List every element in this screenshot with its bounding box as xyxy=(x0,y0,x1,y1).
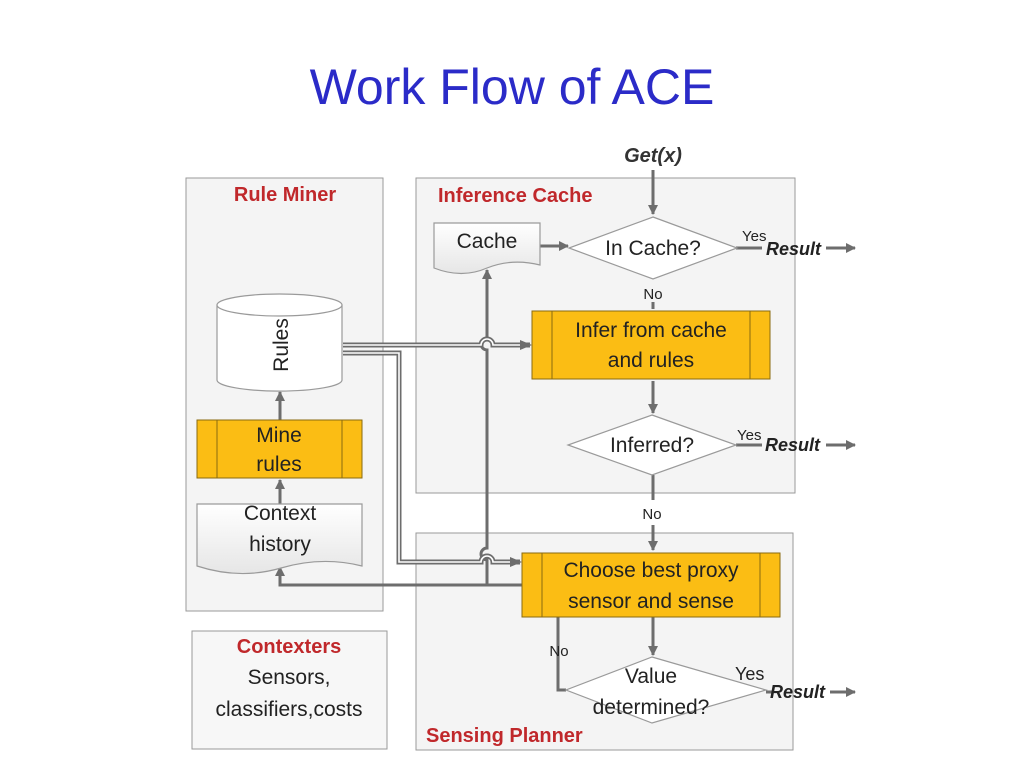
edge-rules-infer xyxy=(343,336,532,350)
rules-database: Rules xyxy=(216,293,343,392)
contexters-line1: Sensors, xyxy=(248,666,331,689)
rules-label: Rules xyxy=(270,318,293,372)
sensing-planner-title: Sensing Planner xyxy=(426,725,583,747)
get-x-label: Get(x) xyxy=(624,145,682,167)
infer-label-2: and rules xyxy=(608,349,694,372)
edge-choose-context xyxy=(275,566,522,587)
yes-label-inferred: Yes xyxy=(737,427,761,444)
value-determined-decision: Value determined? xyxy=(564,656,769,724)
no-label-incache: No xyxy=(643,286,662,303)
no-label-value: No xyxy=(549,643,568,660)
inferred-label: Inferred? xyxy=(610,434,694,457)
in-cache-label: In Cache? xyxy=(605,237,701,260)
value-label-2: determined? xyxy=(593,696,710,719)
choose-label-1: Choose best proxy xyxy=(563,559,739,582)
inference-cache-title: Inference Cache xyxy=(438,185,593,207)
contexters-line2: classifiers,costs xyxy=(215,698,362,721)
context-label-2: history xyxy=(249,533,311,556)
no-label-inferred: No xyxy=(642,506,661,523)
mine-label-2: rules xyxy=(256,453,302,476)
edge-value-choose-loop xyxy=(553,606,566,692)
infer-process: Infer from cache and rules xyxy=(531,310,771,380)
choose-sensor-process: Choose best proxy sensor and sense xyxy=(521,552,781,618)
cache-node: Cache xyxy=(433,222,541,275)
choose-label-2: sensor and sense xyxy=(568,590,734,613)
rule-miner-title: Rule Miner xyxy=(234,184,336,206)
context-label-1: Context xyxy=(244,502,317,525)
mine-label-1: Mine xyxy=(256,424,302,447)
result-label-inferred: Result xyxy=(765,435,821,455)
result-label-value: Result xyxy=(770,682,826,702)
edge-rules-choose xyxy=(343,350,522,567)
yes-label-value: Yes xyxy=(735,664,764,684)
cache-label: Cache xyxy=(457,230,518,253)
contexters-panel xyxy=(191,630,388,750)
mine-rules-process: Mine rules xyxy=(196,419,363,479)
yes-label-incache: Yes xyxy=(742,228,766,245)
context-history-node: Context history xyxy=(196,502,363,575)
infer-label-1: Infer from cache xyxy=(575,319,727,342)
in-cache-decision: In Cache? xyxy=(567,216,739,280)
contexters-title: Contexters xyxy=(237,636,341,658)
result-label-incache: Result xyxy=(766,239,822,259)
inferred-decision: Inferred? xyxy=(566,414,738,476)
value-label-1: Value xyxy=(625,665,677,688)
slide-title: Work Flow of ACE xyxy=(309,59,715,115)
